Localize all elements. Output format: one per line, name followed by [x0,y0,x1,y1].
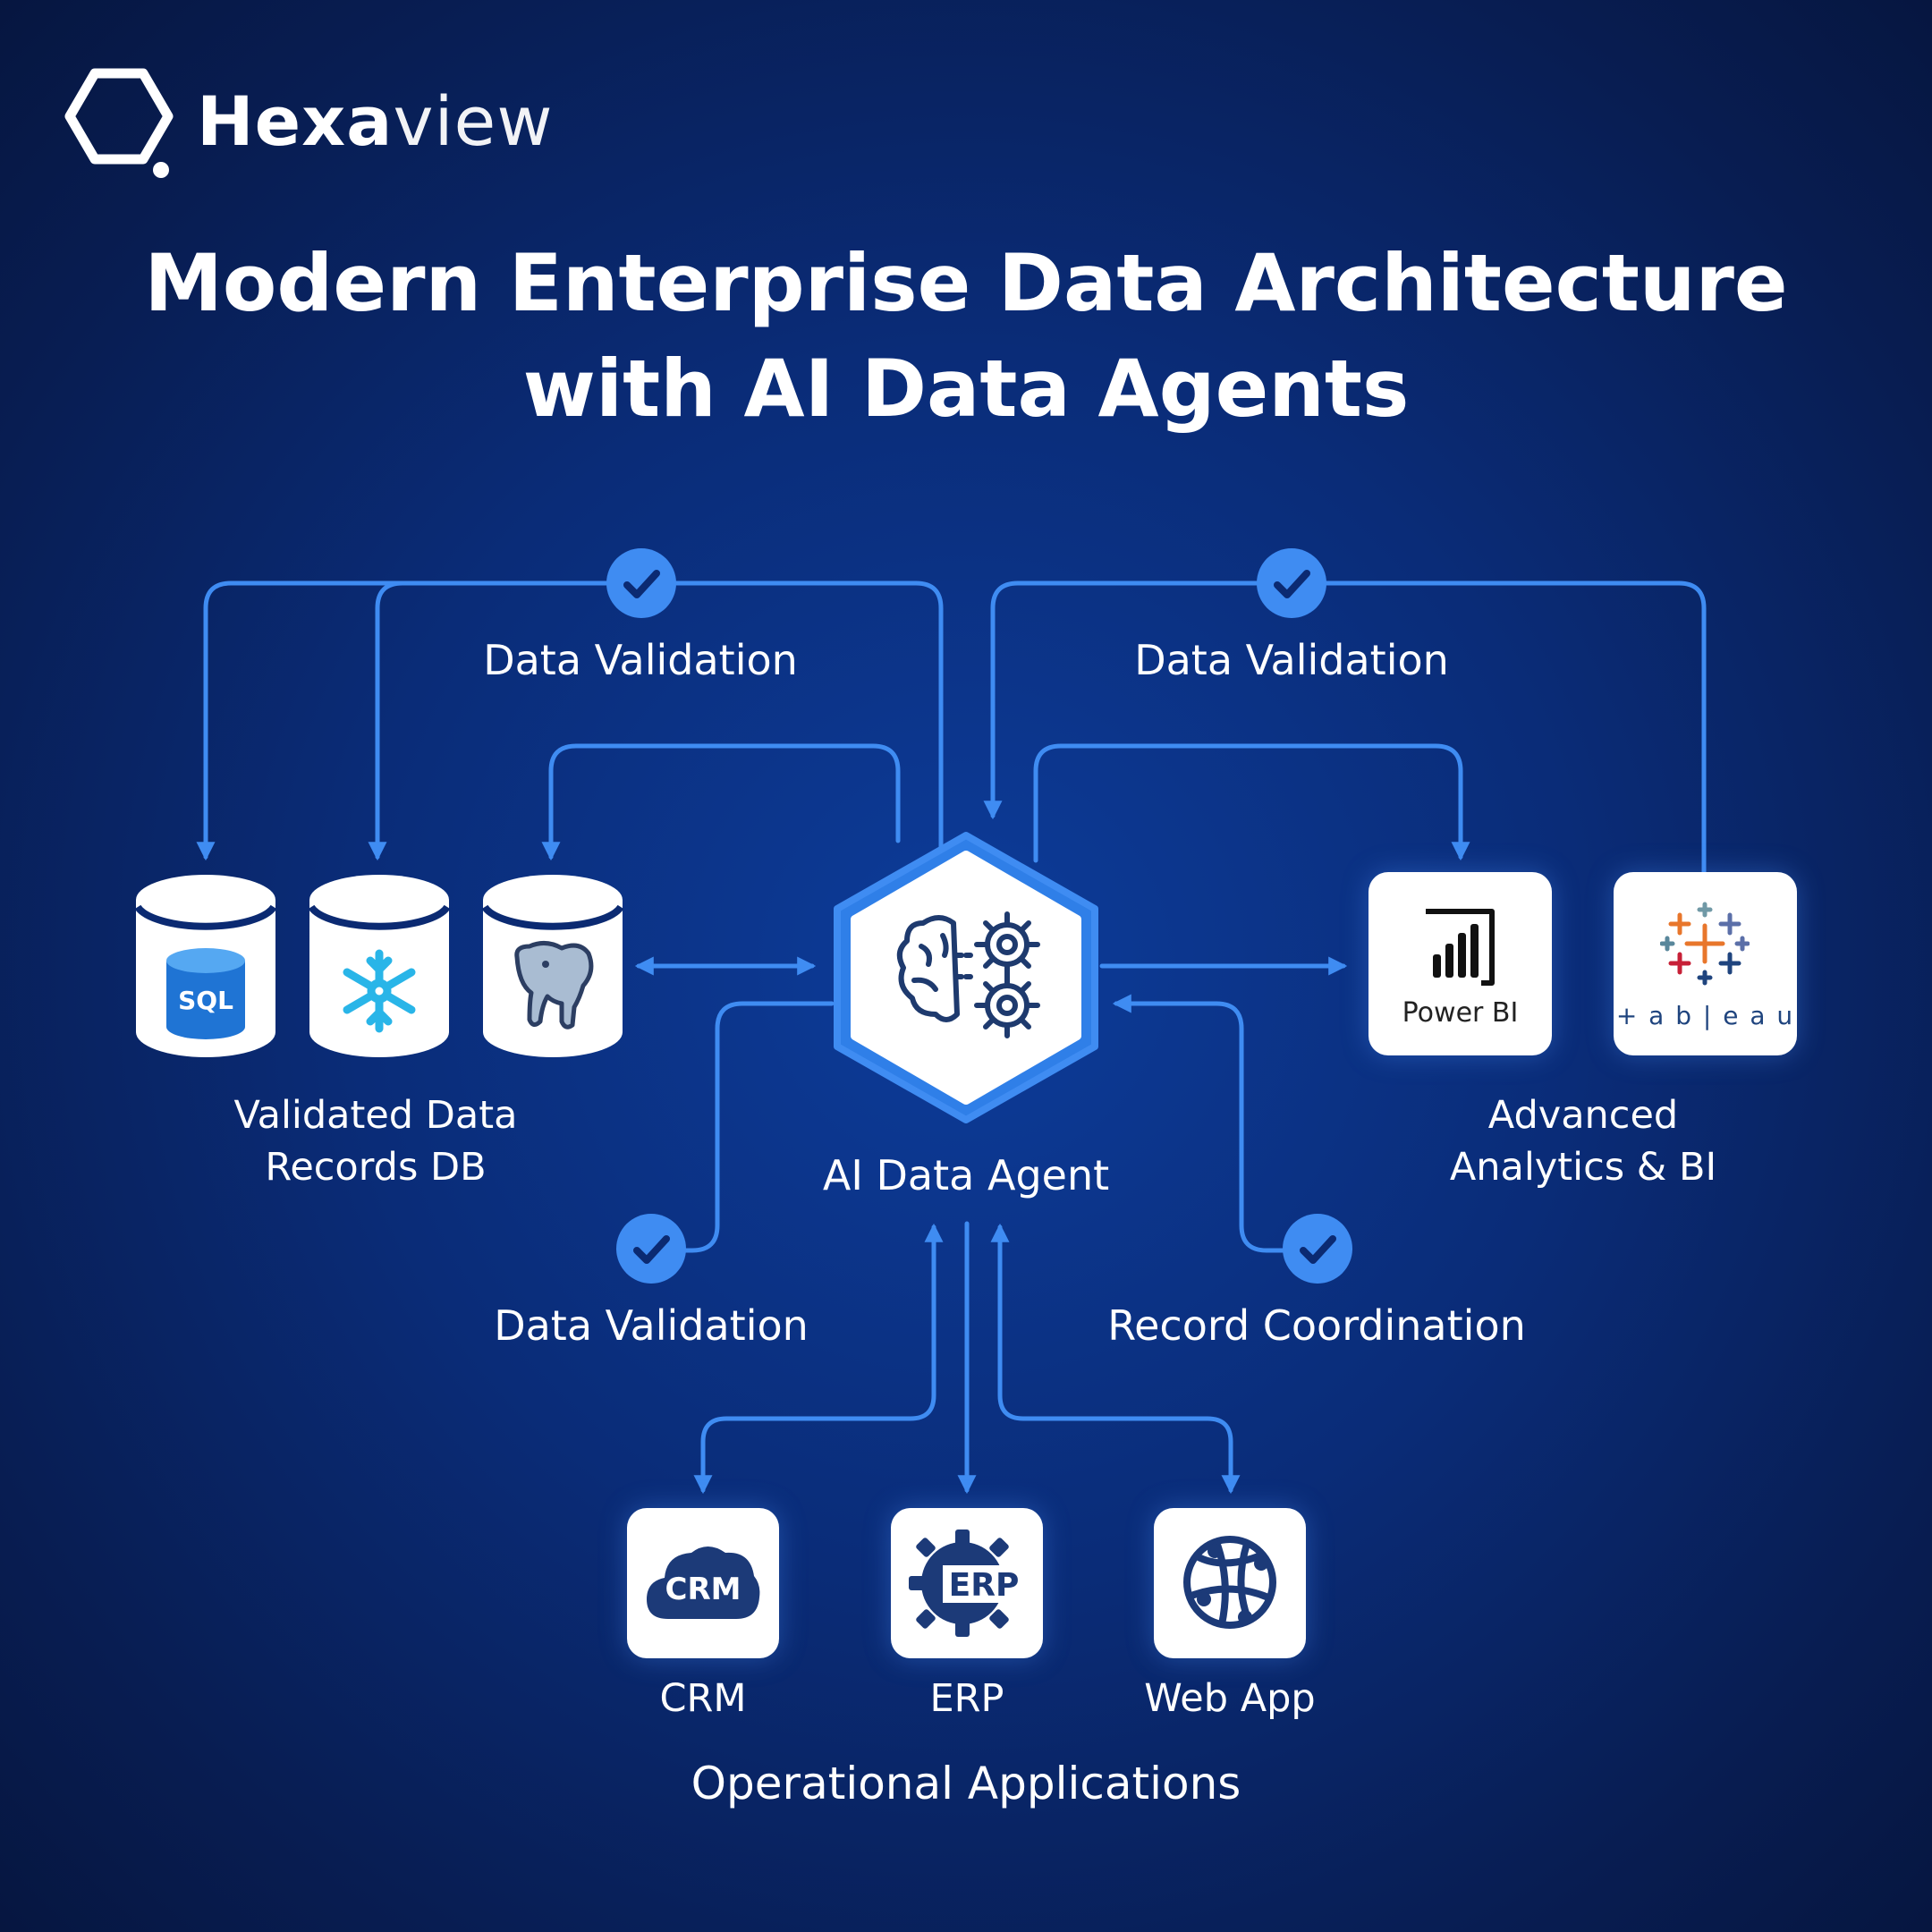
analytics-label-line2: Analytics & BI [1449,1145,1717,1190]
flow-line-topleft-inner [368,580,405,861]
crm-tile[interactable]: CRM [627,1508,779,1658]
sql-icon-text: SQL [178,986,233,1015]
db-cylinder-postgresql[interactable] [479,868,626,1063]
check-badges [606,548,1352,1284]
tableau-tile[interactable]: + a b | e a u [1614,872,1797,1055]
tableau-caption: + a b | e a u [1615,1001,1795,1030]
snowflake-icon [343,949,416,1033]
databases-label: Validated Data Records DB [152,1089,599,1193]
ai-agent-label: AI Data Agent [822,1151,1110,1199]
power-bi-icon [1426,909,1495,986]
db-cylinder-sql[interactable]: SQL [132,868,279,1063]
erp-badge-text: ERP [949,1567,1020,1604]
flow-label-bottom-right: Record Coordination [1107,1301,1526,1350]
analytics-label-line1: Advanced [1487,1093,1679,1138]
flow-label-bottom-left: Data Validation [494,1301,809,1350]
erp-gear-icon: ERP [909,1530,1027,1637]
flow-line-agent-webapp [990,1223,1241,1495]
flow-line-bottomleft [650,1001,835,1253]
flow-line-topright-outer [983,580,1707,877]
check-icon [1257,548,1326,618]
brand-name-bold: Hexa [197,81,394,161]
web-app-tile[interactable] [1154,1508,1306,1658]
flow-line-agent-crm [693,1223,944,1495]
check-icon [1283,1214,1352,1284]
crm-caption: CRM [659,1676,747,1721]
title-line-1: Modern Enterprise Data Architecture [144,237,1788,329]
brand-name-light: view [393,81,554,161]
databases-label-line1: Validated Data [233,1093,518,1138]
flow-line-topleft-outer [196,580,944,861]
ai-data-agent-hexagon[interactable] [828,830,1104,1125]
web-globe-icon [1183,1536,1276,1629]
page-title: Modern Enterprise Data Architecture with… [0,231,1932,442]
crm-badge-text: CRM [665,1572,741,1607]
crm-cloud-icon: CRM [647,1546,760,1619]
check-icon [606,548,676,618]
analytics-label: Advanced Analytics & BI [1360,1089,1807,1193]
hexaview-logo-icon [64,68,174,178]
flow-line-topleft-db3 [541,743,901,861]
erp-tile[interactable]: ERP [891,1508,1043,1658]
power-bi-tile[interactable]: Power BI [1368,872,1552,1055]
databases-label-line2: Records DB [265,1145,487,1190]
flow-label-top-left: Data Validation [483,636,798,684]
flow-line-bottomright [1112,994,1291,1253]
title-line-2: with AI Data Agents [522,343,1410,435]
flow-label-top-right: Data Validation [1134,636,1449,684]
brand-wordmark: Hexaview [197,82,553,161]
brain-gear-icon [896,911,1040,1038]
applications-label: Operational Applications [691,1758,1241,1809]
sql-server-icon: SQL [166,948,245,1039]
flow-line-topright-powerbi [1033,743,1470,863]
web-app-caption: Web App [1144,1676,1316,1721]
erp-caption: ERP [929,1676,1004,1721]
tableau-icon [1660,902,1750,986]
check-icon [616,1214,686,1284]
db-cylinder-snowflake[interactable] [306,868,453,1063]
postgresql-elephant-icon [514,941,594,1030]
power-bi-caption: Power BI [1402,997,1519,1029]
